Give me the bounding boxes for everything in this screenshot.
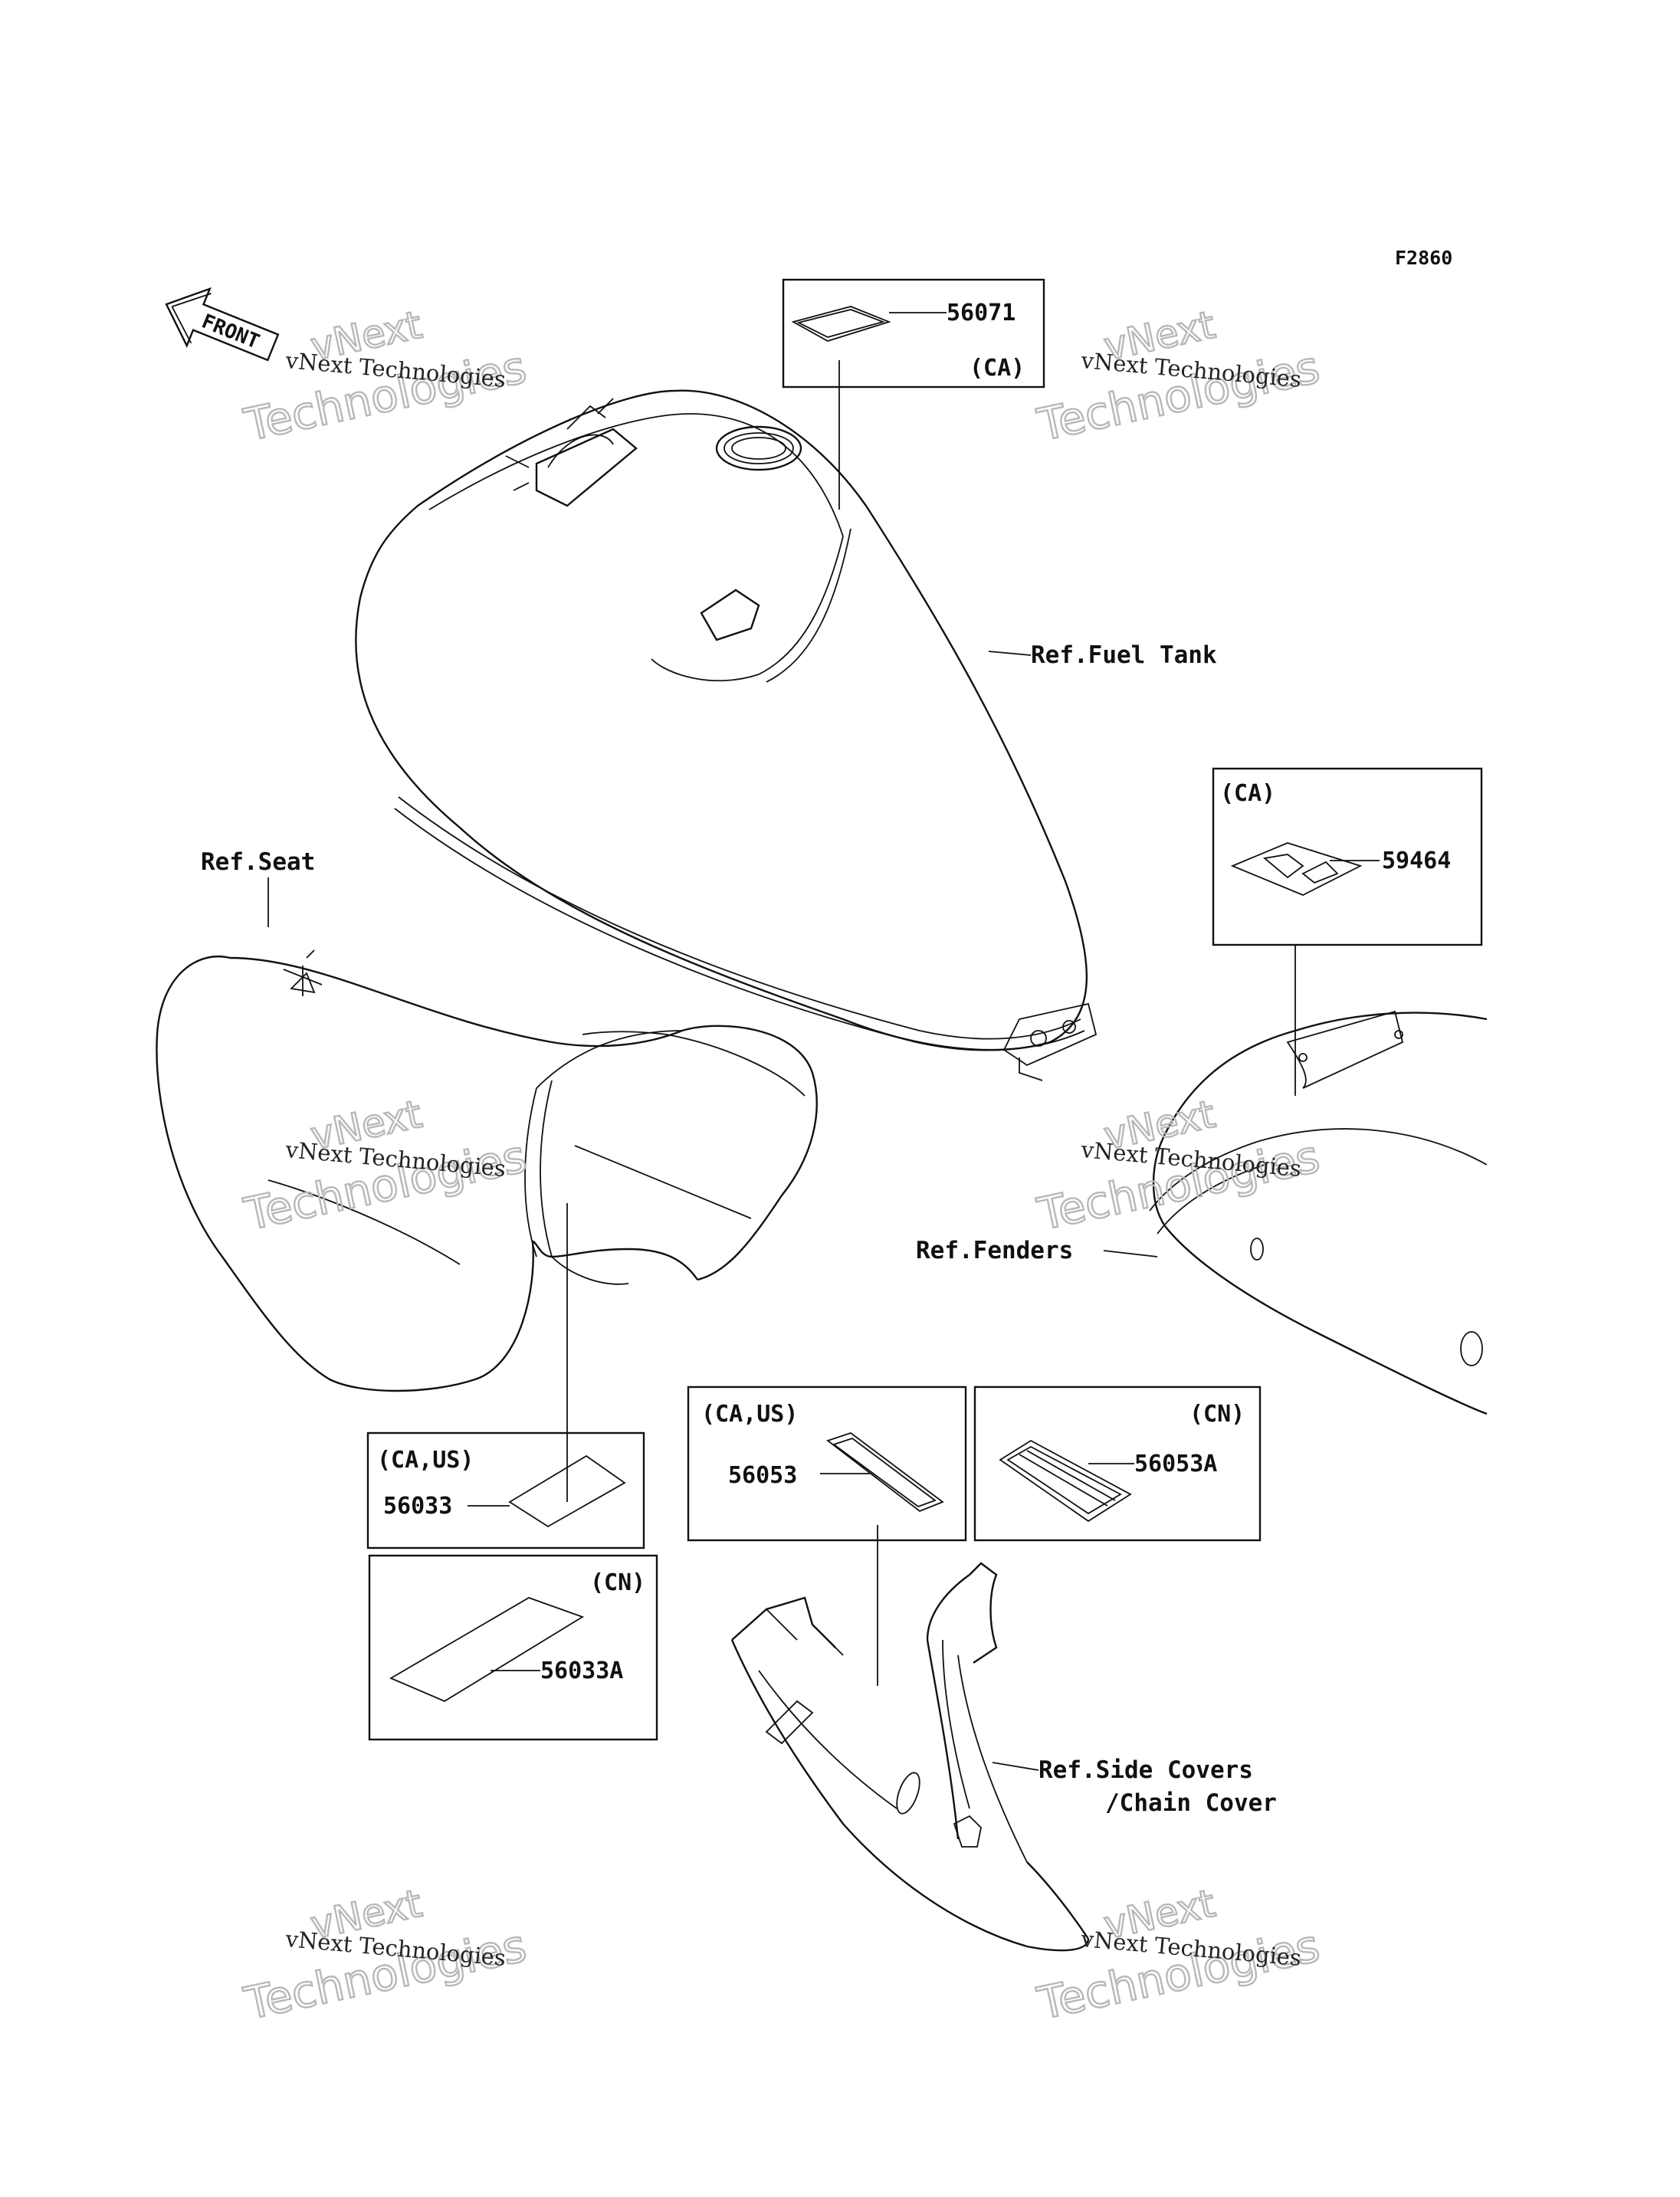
watermark-top-right: vNext Technologies vNext Technologies bbox=[1032, 301, 1325, 452]
callout-56071: 56071 (CA) bbox=[782, 278, 1045, 510]
watermark-top-left: vNext Technologies vNext Technologies bbox=[239, 301, 532, 452]
fender-drawing bbox=[1149, 1010, 1488, 1415]
region-56053a: (CN) bbox=[1189, 1401, 1245, 1428]
part-number-59464: 59464 bbox=[1382, 848, 1451, 874]
figure-id: F2860 bbox=[1395, 247, 1452, 269]
part-number-56071: 56071 bbox=[947, 300, 1016, 326]
callout-59464: (CA) 59464 bbox=[1212, 767, 1483, 1096]
watermark-mid-right: vNext Technologies vNext Technologies bbox=[1032, 1090, 1325, 1241]
callout-56053a: (CN) 56053A bbox=[973, 1385, 1262, 1542]
watermark-bottom-left: vNext Technologies vNext Technologies bbox=[239, 1880, 532, 2031]
part-number-56053a: 56053A bbox=[1134, 1451, 1217, 1477]
fuel-tank-drawing bbox=[355, 389, 1098, 1081]
callout-56033a: (CN) 56033A bbox=[368, 1554, 658, 1741]
front-arrow-label: FRONT bbox=[199, 310, 263, 354]
seat-drawing bbox=[156, 949, 818, 1392]
ref-fuel-tank: Ref.Fuel Tank bbox=[1031, 641, 1217, 669]
watermark-mid-left: vNext Technologies vNext Technologies bbox=[239, 1090, 532, 1241]
region-56033a: (CN) bbox=[590, 1569, 645, 1596]
callout-56033: (CA,US) 56033 bbox=[366, 1431, 645, 1549]
ref-seat: Ref.Seat bbox=[201, 848, 315, 876]
part-number-56033: 56033 bbox=[383, 1493, 452, 1520]
ref-chain-cover: /Chain Cover bbox=[1105, 1789, 1277, 1817]
watermark-bottom-right: vNext Technologies vNext Technologies bbox=[1032, 1880, 1325, 2031]
region-56071: (CA) bbox=[970, 355, 1025, 382]
side-cover-drawing bbox=[730, 1562, 1090, 1952]
region-59464: (CA) bbox=[1220, 780, 1275, 807]
region-56033: (CA,US) bbox=[377, 1447, 474, 1474]
part-number-56053: 56053 bbox=[728, 1462, 797, 1489]
front-arrow-icon: FRONT bbox=[165, 287, 280, 362]
region-56053: (CA,US) bbox=[701, 1401, 798, 1428]
callout-56053: (CA,US) 56053 bbox=[687, 1385, 967, 1686]
part-number-56033a: 56033A bbox=[540, 1658, 623, 1684]
ref-fenders: Ref.Fenders bbox=[916, 1237, 1073, 1264]
ref-side-covers: Ref.Side Covers bbox=[1039, 1756, 1253, 1784]
